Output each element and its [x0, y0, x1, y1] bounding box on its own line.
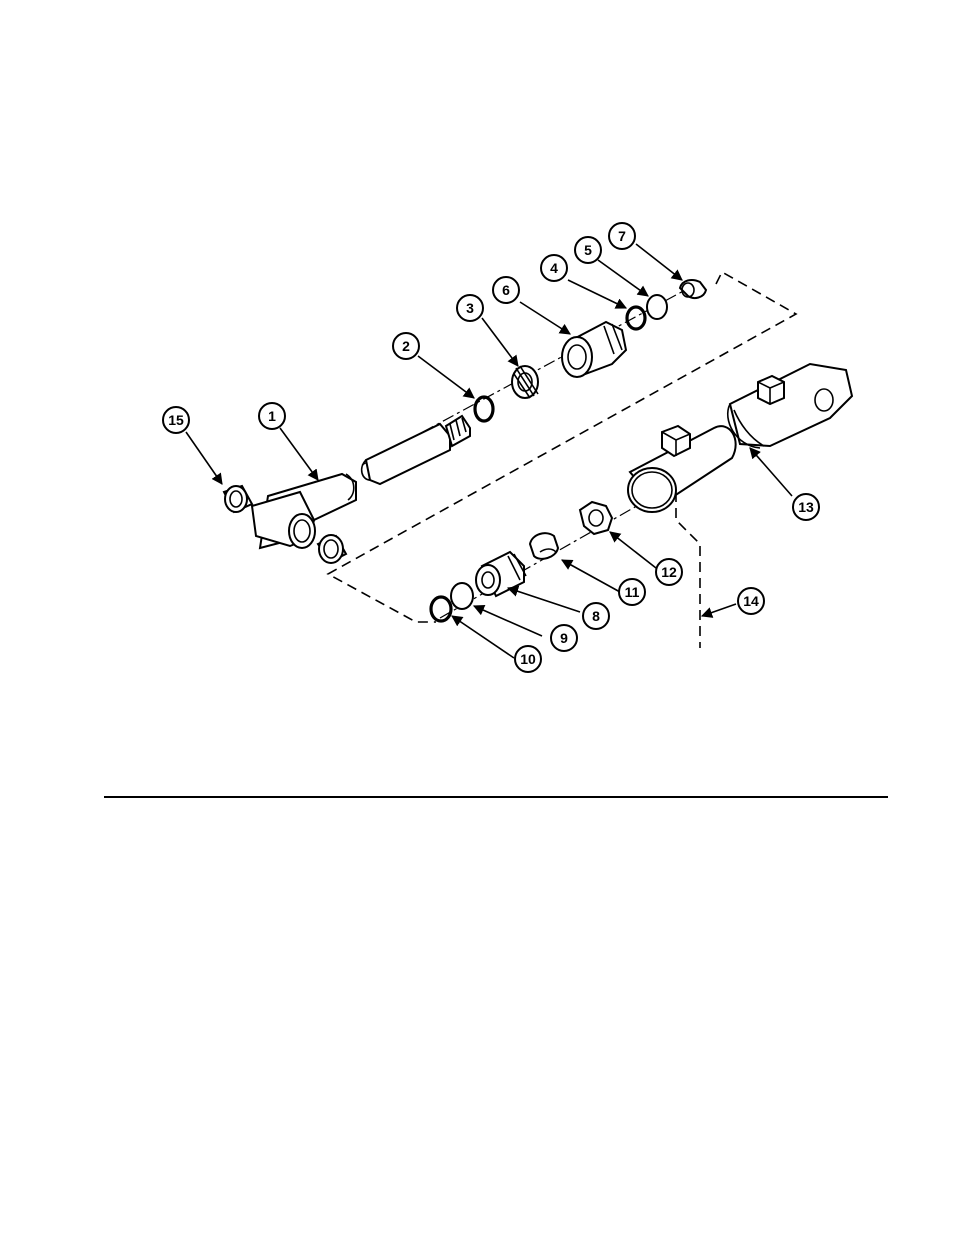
piston-rod-part-1 — [252, 416, 470, 548]
callout-7: 7 — [609, 223, 635, 249]
ring-part-4 — [627, 307, 645, 329]
callout-6: 6 — [493, 277, 519, 303]
cylinder-barrel-part-14 — [628, 426, 736, 512]
split-ring-part-7 — [680, 280, 706, 298]
clevis-end-part-13 — [728, 364, 852, 448]
callout-14: 14 — [738, 588, 764, 614]
callout-10-label: 10 — [520, 651, 536, 667]
callout-15: 15 — [163, 407, 189, 433]
backup-disc-part-9 — [451, 583, 473, 609]
callout-2: 2 — [393, 333, 419, 359]
split-collar-part-11 — [530, 533, 558, 559]
callout-5: 5 — [575, 237, 601, 263]
callout-13: 13 — [793, 494, 819, 520]
horizontal-rule — [104, 796, 888, 798]
callout-4-label: 4 — [550, 260, 558, 276]
callout-11-label: 11 — [625, 584, 640, 600]
callout-3-label: 3 — [466, 300, 474, 316]
hex-nut-part-12 — [580, 502, 612, 534]
callout-1: 1 — [259, 403, 285, 429]
callout-2-label: 2 — [402, 338, 410, 354]
gland-part-6 — [562, 322, 626, 377]
callout-11: 11 — [619, 579, 645, 605]
callout-8-label: 8 — [592, 608, 600, 624]
piston-part-8 — [476, 552, 526, 596]
callout-12: 12 — [656, 559, 682, 585]
callout-4: 4 — [541, 255, 567, 281]
backup-disc-part-5 — [647, 295, 667, 319]
callout-12-label: 12 — [661, 564, 677, 580]
ring-part-2 — [475, 397, 493, 421]
callout-1-label: 1 — [268, 408, 276, 424]
callout-8: 8 — [583, 603, 609, 629]
spring-part-3 — [512, 366, 538, 398]
callout-14-label: 14 — [743, 593, 759, 609]
callout-3: 3 — [457, 295, 483, 321]
callout-9: 9 — [551, 625, 577, 651]
callout-15-label: 15 — [168, 412, 184, 428]
callout-10: 10 — [515, 646, 541, 672]
callout-9-label: 9 — [560, 630, 568, 646]
callout-7-label: 7 — [618, 228, 626, 244]
callout-13-label: 13 — [798, 499, 814, 515]
callout-5-label: 5 — [584, 242, 592, 258]
callout-6-label: 6 — [502, 282, 510, 298]
